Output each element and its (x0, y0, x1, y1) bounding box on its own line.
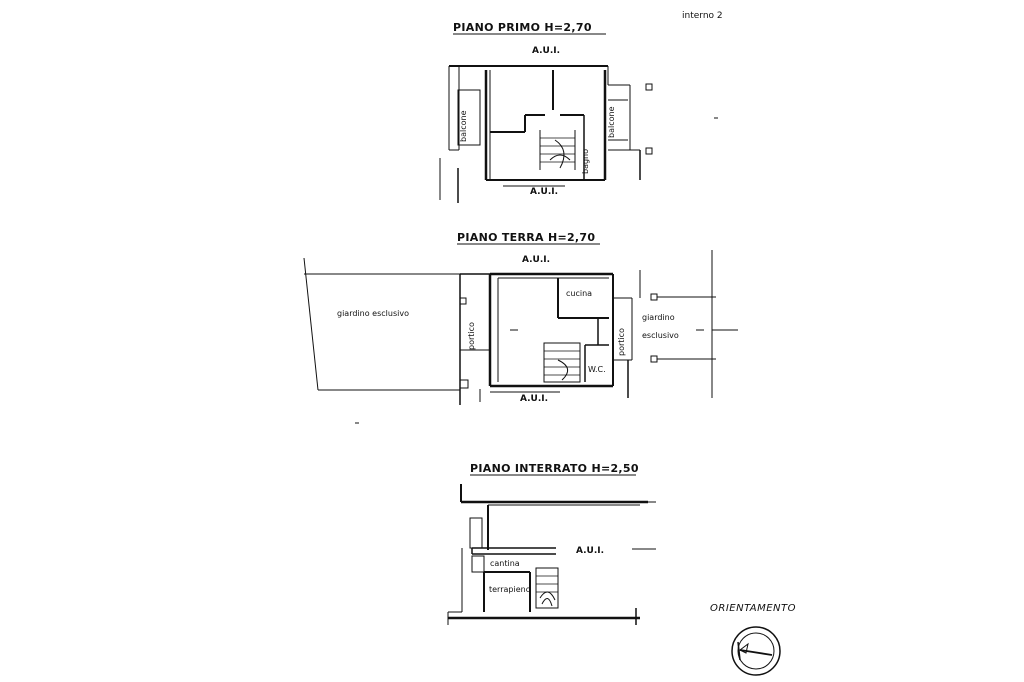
primo-aui-top: A.U.I. (532, 46, 560, 56)
terra-aui-top: A.U.I. (522, 255, 550, 265)
terra-aui-bottom: A.U.I. (520, 394, 548, 404)
interrato-aui: A.U.I. (576, 546, 604, 556)
interrato-terrapieno: terrapieno (489, 585, 531, 594)
piano-interrato: PIANO INTERRATO H=2,50 cantina terrapien… (447, 462, 656, 625)
terra-wc: W.C. (588, 365, 606, 374)
terra-portico-right: portico (617, 328, 626, 356)
orientation-block: ORIENTAMENTO (710, 603, 796, 676)
primo-bathroom: bagno (581, 149, 590, 174)
primo-aui-bottom: A.U.I. (530, 187, 558, 197)
orientation-label: ORIENTAMENTO (710, 603, 796, 614)
terra-kitchen: cucina (566, 289, 592, 298)
terra-portico-left: portico (467, 322, 476, 350)
primo-balcony-right: balcone (607, 106, 616, 138)
primo-balcony-left: balcone (459, 110, 468, 142)
piano-interrato-title: PIANO INTERRATO H=2,50 (470, 462, 639, 475)
compass-icon (731, 626, 781, 676)
piano-terra-title: PIANO TERRA H=2,70 (457, 231, 595, 244)
piano-primo-title: PIANO PRIMO H=2,70 (453, 21, 592, 34)
interrato-cantina: cantina (490, 559, 520, 568)
terra-garden-left: giardino esclusivo (337, 309, 409, 318)
piano-primo: PIANO PRIMO H=2,70 A.U.I. (439, 21, 653, 203)
piano-terra: PIANO TERRA H=2,70 A.U.I. giardino esclu… (303, 231, 738, 405)
unit-label: interno 2 (682, 11, 723, 21)
terra-garden-right-1: giardino (642, 313, 675, 322)
terra-garden-right-2: esclusivo (642, 331, 679, 340)
